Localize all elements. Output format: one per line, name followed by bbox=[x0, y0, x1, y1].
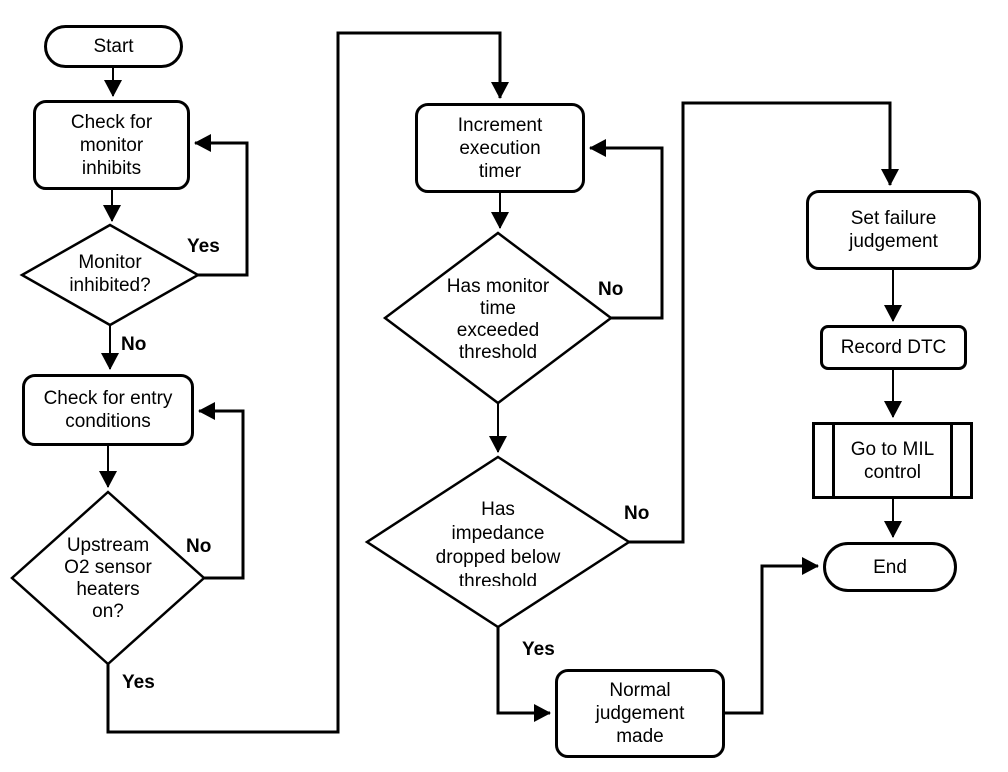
edge-label-yes-monitor-inhibited: Yes bbox=[187, 236, 220, 257]
edge-label-yes-upstream: Yes bbox=[122, 672, 155, 693]
node-go-to-mil-control: Go to MIL control bbox=[812, 422, 973, 499]
upstream-o2-diamond-label: Upstream O2 sensor heaters on? bbox=[64, 535, 152, 622]
node-start: Start bbox=[44, 25, 183, 68]
predefined-process-right-bar bbox=[950, 425, 953, 496]
monitor-inhibited-diamond-label: Monitor inhibited? bbox=[69, 252, 151, 296]
edge-label-no-monitor-time: No bbox=[598, 279, 624, 300]
edge-label-no-monitor-inhibited: No bbox=[121, 334, 147, 355]
edge-impedance-no-to-set-failure bbox=[629, 101, 899, 544]
node-end: End bbox=[823, 542, 957, 592]
edge-label-yes-impedance: Yes bbox=[522, 639, 555, 660]
node-increment-execution-timer: Increment execution timer bbox=[415, 103, 585, 193]
monitor-time-diamond-shape bbox=[382, 231, 614, 405]
node-set-failure-judgement: Set failure judgement bbox=[806, 190, 981, 270]
node-normal-judgement-made: Normal judgement made bbox=[555, 669, 725, 758]
edge-upstream-yes-to-increment-timer bbox=[106, 31, 509, 734]
node-check-monitor-inhibits: Check for monitor inhibits bbox=[33, 100, 190, 190]
node-check-entry-conditions: Check for entry conditions bbox=[22, 374, 194, 446]
edge-monitor-time-no-loop bbox=[589, 139, 664, 320]
edge-upstream-no-loop bbox=[198, 402, 245, 580]
upstream-o2-diamond-shape bbox=[10, 490, 206, 666]
node-record-dtc: Record DTC bbox=[820, 325, 967, 370]
edge-normal-judgement-to-end bbox=[725, 557, 819, 715]
edge-impedance-yes-to-normal-judgement bbox=[496, 627, 551, 722]
node-go-to-mil-control-label: Go to MIL control bbox=[850, 438, 935, 483]
edge-label-no-upstream: No bbox=[186, 536, 212, 557]
predefined-process-left-bar bbox=[832, 425, 835, 496]
edge-monitor-inhibited-yes-loop bbox=[194, 134, 249, 277]
edge-label-no-impedance: No bbox=[624, 503, 650, 524]
monitor-time-diamond-label: Has monitor time exceeded threshold bbox=[446, 276, 550, 360]
impedance-diamond-shape bbox=[364, 455, 632, 629]
monitor-inhibited-diamond-shape bbox=[19, 223, 201, 327]
impedance-diamond-label: Has impedance dropped below threshold bbox=[435, 499, 561, 586]
